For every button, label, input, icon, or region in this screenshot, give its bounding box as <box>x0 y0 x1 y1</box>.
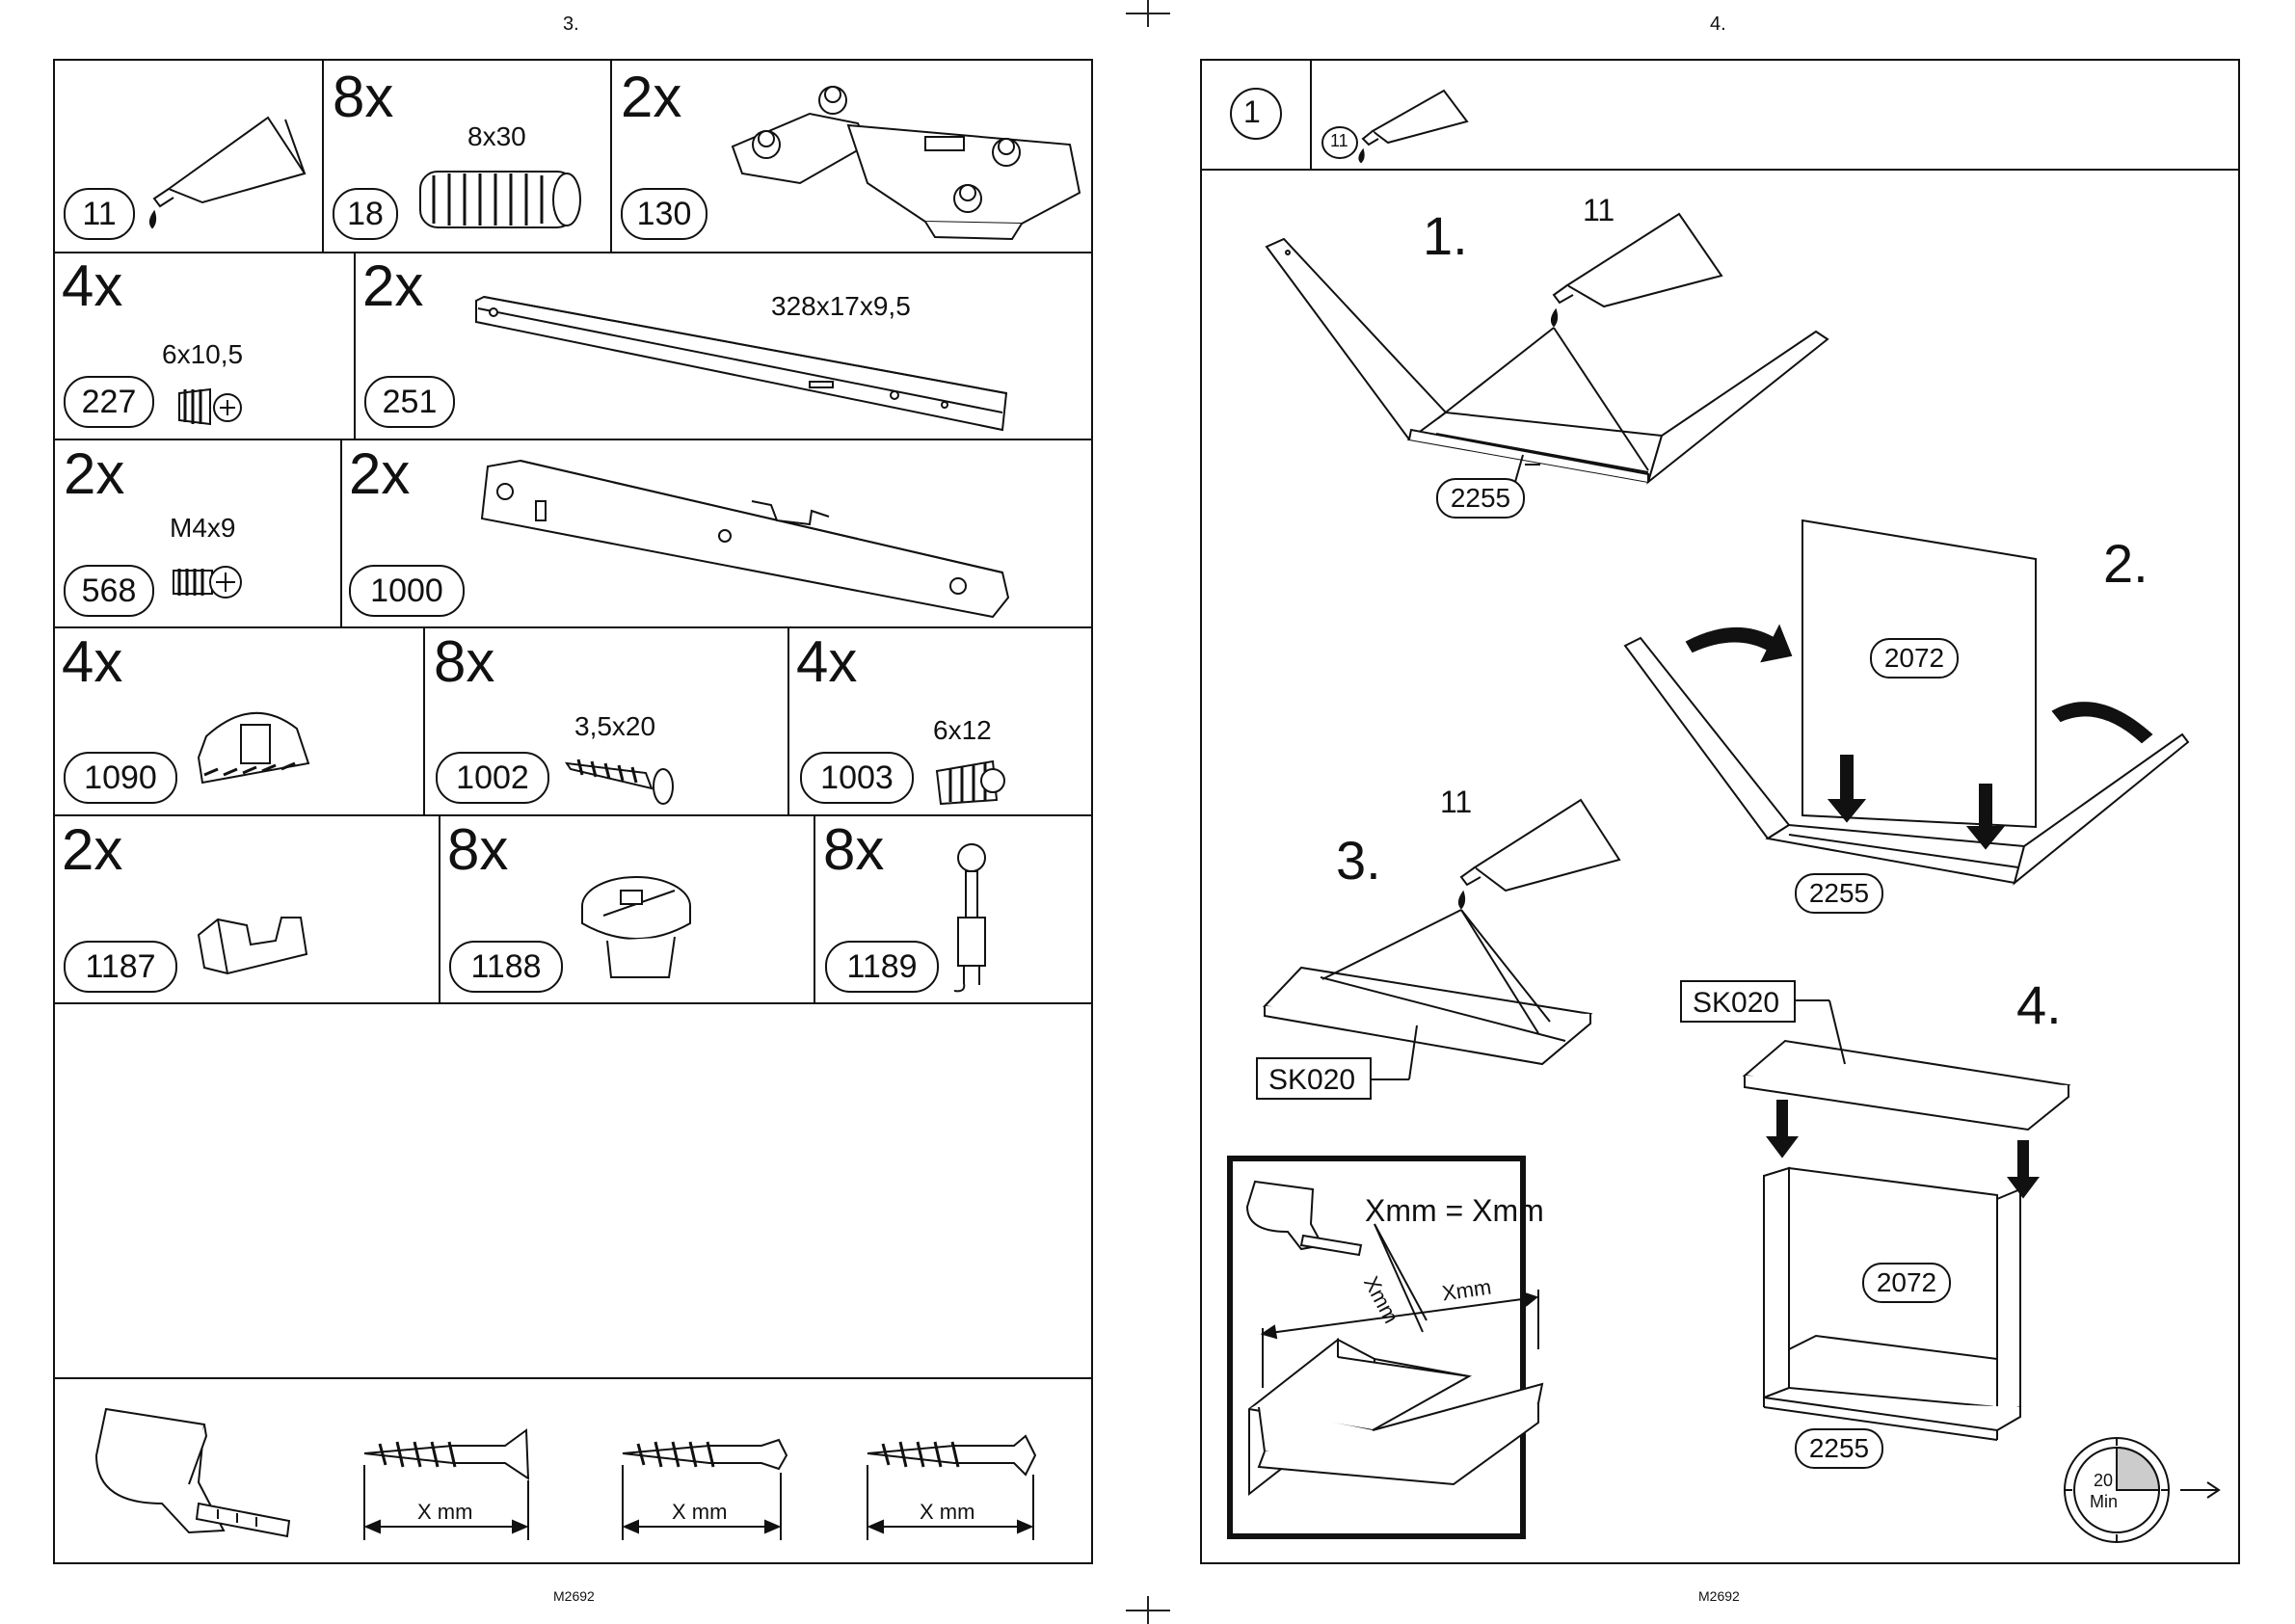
inset-drawer <box>1249 1340 1542 1494</box>
header-glue-icon <box>1359 91 1467 162</box>
board-label-3: SK020 <box>1268 1064 1355 1097</box>
part-label-bottom-frame-4: 2255 <box>1795 1428 1883 1469</box>
substep-2-label: 2. <box>2103 532 2148 595</box>
part-label-panel-4: 2072 <box>1862 1263 1951 1303</box>
timer-value: 20 <box>2094 1471 2113 1491</box>
inset-tape-icon <box>1247 1182 1361 1255</box>
step-number: 1 <box>1243 94 1261 130</box>
glue-label-3: 11 <box>1440 785 1472 820</box>
inset-equation: Xmm = Xmm <box>1365 1193 1544 1229</box>
part-label-bottom-frame-2: 2255 <box>1795 873 1883 914</box>
cabinet-substep-4 <box>1764 1168 2020 1440</box>
board-substep-4 <box>1745 1041 2068 1130</box>
part-label-panel-2: 2072 <box>1870 638 1959 679</box>
step-glue-part: 11 <box>1330 131 1348 151</box>
glue-label-1: 11 <box>1583 193 1615 228</box>
next-page-arrow-icon <box>2180 1482 2219 1498</box>
timer-unit: Min <box>2090 1492 2118 1512</box>
part-label-bottom-frame-1: 2255 <box>1436 478 1525 519</box>
substep-4-label: 4. <box>2016 973 2062 1036</box>
timer-icon <box>2065 1438 2169 1542</box>
board-substep-3 <box>1265 968 1590 1064</box>
frame-substep-1 <box>1267 239 1828 482</box>
substep-1-label: 1. <box>1423 204 1468 267</box>
board-label-4: SK020 <box>1693 987 1779 1020</box>
substep-3-label: 3. <box>1336 829 1381 892</box>
